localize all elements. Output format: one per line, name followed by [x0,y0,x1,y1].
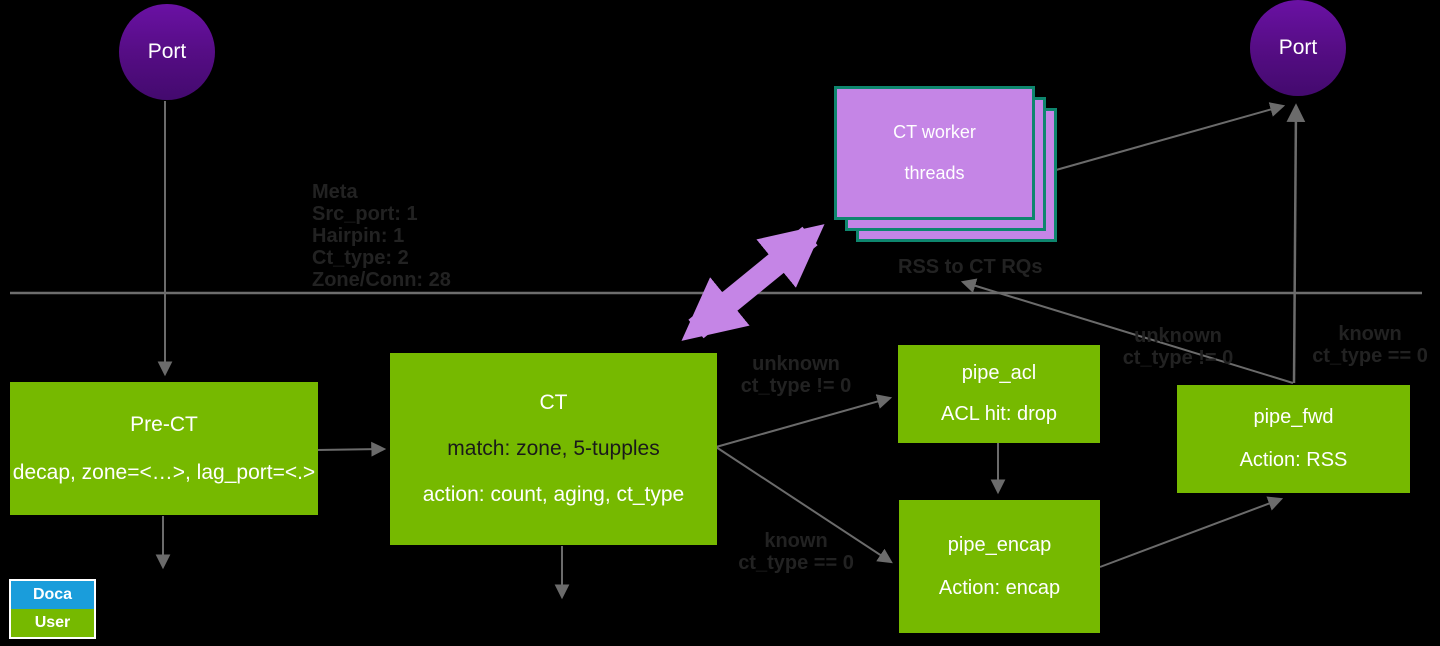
port-node-left: Port [119,4,215,100]
ct-worker-line2: threads [904,163,965,183]
pipe-acl-title: pipe_acl [961,362,1037,384]
legend: Doca User [9,579,96,639]
ct-match-line: match: zone, 5-tupples [447,437,660,460]
pipe-encap-title: pipe_encap [947,533,1052,556]
ct-worker-line1: CT worker [893,122,976,142]
port-right-label: Port [1278,36,1318,59]
ct-worker-threads-card: CT worker threads [834,86,1035,220]
edge-label-unknown-fwd-line2: ct_type != 0 [1122,347,1234,369]
legend-doca-label: Doca [32,586,73,603]
edge-label-known-to-encap-line1: known [764,530,828,552]
pipe-acl-node: pipe_acl ACL hit: drop [898,345,1100,443]
pipe-fwd-subtitle: Action: RSS [1239,449,1348,471]
pre-ct-title: Pre-CT [130,412,198,436]
ct-action-line: action: count, aging, ct_type [422,483,685,506]
meta-line-zone-conn: Zone/Conn: 28 [312,269,451,291]
port-left-label: Port [147,40,187,63]
edge-label-known-to-encap: known ct_type == 0 [716,530,876,574]
pipe-acl-subtitle: ACL hit: drop [941,403,1057,425]
port-node-right: Port [1250,0,1346,96]
meta-line-src-port: Src_port: 1 [312,203,418,225]
pre-ct-subtitle: decap, zone=<…>, lag_port=<.> [12,460,316,484]
ct-node: CT match: zone, 5-tupples action: count,… [390,353,717,545]
pipe-fwd-node: pipe_fwd Action: RSS [1177,385,1410,493]
pipe-fwd-title: pipe_fwd [1253,406,1334,428]
edge-label-unknown-fwd-line1: unknown [1134,325,1222,347]
edge-label-unknown-to-acl-line2: ct_type != 0 [740,375,852,397]
edge-label-known-fwd: known ct_type == 0 [1290,323,1440,367]
edge-label-known-fwd-line2: ct_type == 0 [1312,345,1428,367]
meta-annotation: Meta Src_port: 1 Hairpin: 1 Ct_type: 2 Z… [312,181,451,291]
rss-to-ct-rqs-label: RSS to CT RQs [898,256,1043,278]
pipe-encap-node: pipe_encap Action: encap [899,500,1100,633]
meta-line-ct-type: Ct_type: 2 [312,247,409,269]
meta-line-hairpin: Hairpin: 1 [312,225,405,247]
meta-line-title: Meta [312,181,358,203]
edge-label-unknown-fwd: unknown ct_type != 0 [1098,325,1258,369]
ct-worker-double-arrow [681,224,825,341]
legend-item-user: User [11,609,94,637]
legend-item-doca: Doca [11,581,94,609]
edge-label-unknown-to-acl-line1: unknown [752,353,840,375]
pipe-encap-subtitle: Action: encap [938,576,1061,599]
edge-label-unknown-to-acl: unknown ct_type != 0 [716,353,876,397]
pre-ct-node: Pre-CT decap, zone=<…>, lag_port=<.> [10,382,318,515]
edge-label-known-fwd-line1: known [1338,323,1402,345]
legend-user-label: User [34,614,71,631]
edge-label-known-to-encap-line2: ct_type == 0 [738,552,854,574]
ct-title: CT [539,391,568,414]
